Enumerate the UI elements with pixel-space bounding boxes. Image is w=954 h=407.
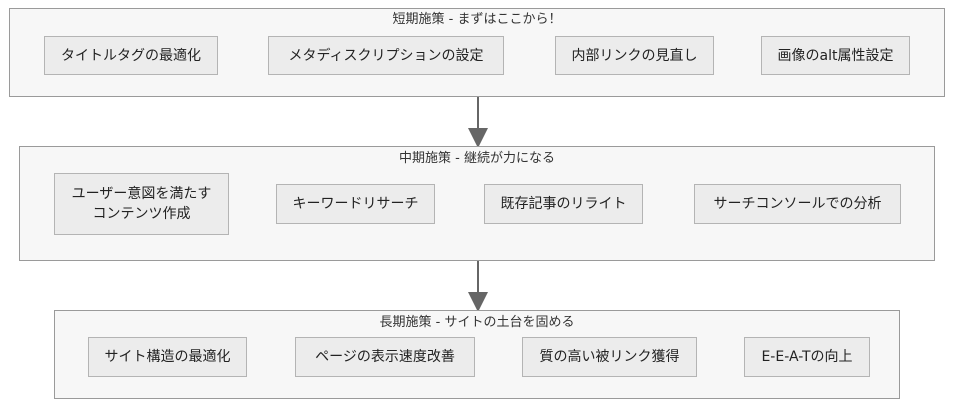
node-quality-backlinks: 質の高い被リンク獲得 [522,337,697,377]
node-meta-description: メタディスクリプションの設定 [268,36,504,75]
group-title: 中期施策 - 継続が力になる [399,151,555,166]
group-short-term: 短期施策 - まずはここから！ タイトルタグの最適化 メタディスクリプションの設… [9,8,945,97]
group-title: 長期施策 - サイトの土台を固める [379,315,575,330]
node-title-tag: タイトルタグの最適化 [44,36,218,75]
node-image-alt: 画像のalt属性設定 [761,36,910,75]
node-search-console: サーチコンソールでの分析 [694,184,901,224]
node-rewrite-articles: 既存記事のリライト [484,184,643,224]
group-long-term: 長期施策 - サイトの土台を固める サイト構造の最適化 ページの表示速度改善 質… [54,310,900,399]
group-mid-term: 中期施策 - 継続が力になる ユーザー意図を満たす コンテンツ作成 キーワードリ… [19,146,935,261]
node-user-intent-content: ユーザー意図を満たす コンテンツ作成 [54,173,229,235]
group-title: 短期施策 - まずはここから！ [392,12,562,27]
node-eeat: E-E-A-Tの向上 [744,337,870,377]
node-internal-links: 内部リンクの見直し [555,36,714,75]
node-page-speed: ページの表示速度改善 [295,337,475,377]
node-keyword-research: キーワードリサーチ [276,184,435,224]
node-site-structure: サイト構造の最適化 [88,337,247,377]
